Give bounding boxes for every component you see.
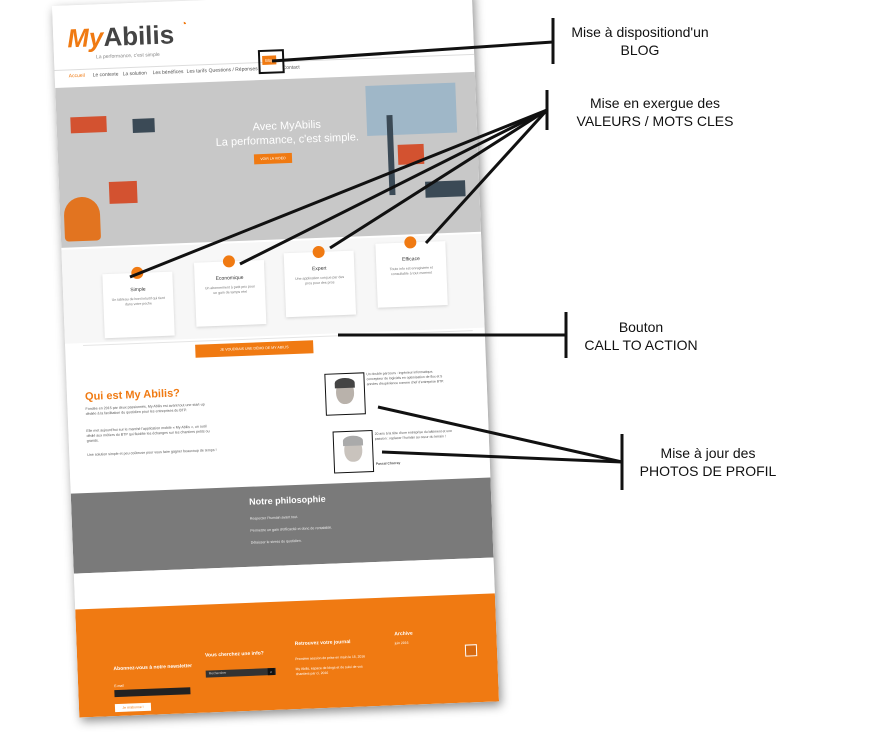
annotation-cta-line1: Bouton: [618, 319, 664, 335]
annotation-cta-line2: CALL TO ACTION: [584, 337, 698, 353]
photos-pointer-2: [381, 450, 623, 464]
annotation-values-line2: VALEURS / MOTS CLES: [576, 113, 734, 129]
annotation-blog-line2: BLOG: [620, 42, 660, 58]
annotation-photos: Mise à jour des PHOTOS DE PROFIL: [618, 444, 798, 480]
annotation-photos-line1: Mise à jour des: [660, 445, 756, 461]
annotation-blog-line1: Mise à dispositiond'un: [571, 24, 709, 40]
values-pointer-economique: [239, 108, 548, 266]
annotation-cta: Bouton CALL TO ACTION: [566, 318, 716, 354]
annotation-values-line1: Mise en exergue des: [590, 95, 720, 111]
values-pointer-efficace: [424, 108, 549, 245]
annotation-blog: Mise à dispositiond'un BLOG: [555, 23, 725, 59]
values-pointer-simple: [129, 108, 548, 279]
annotation-photos-line2: PHOTOS DE PROFIL: [639, 463, 777, 479]
values-pointer-expert: [329, 108, 548, 250]
blog-pointer-line: [271, 40, 554, 63]
photos-pointer-1: [377, 405, 623, 464]
annotation-values: Mise en exergue des VALEURS / MOTS CLES: [545, 94, 765, 130]
